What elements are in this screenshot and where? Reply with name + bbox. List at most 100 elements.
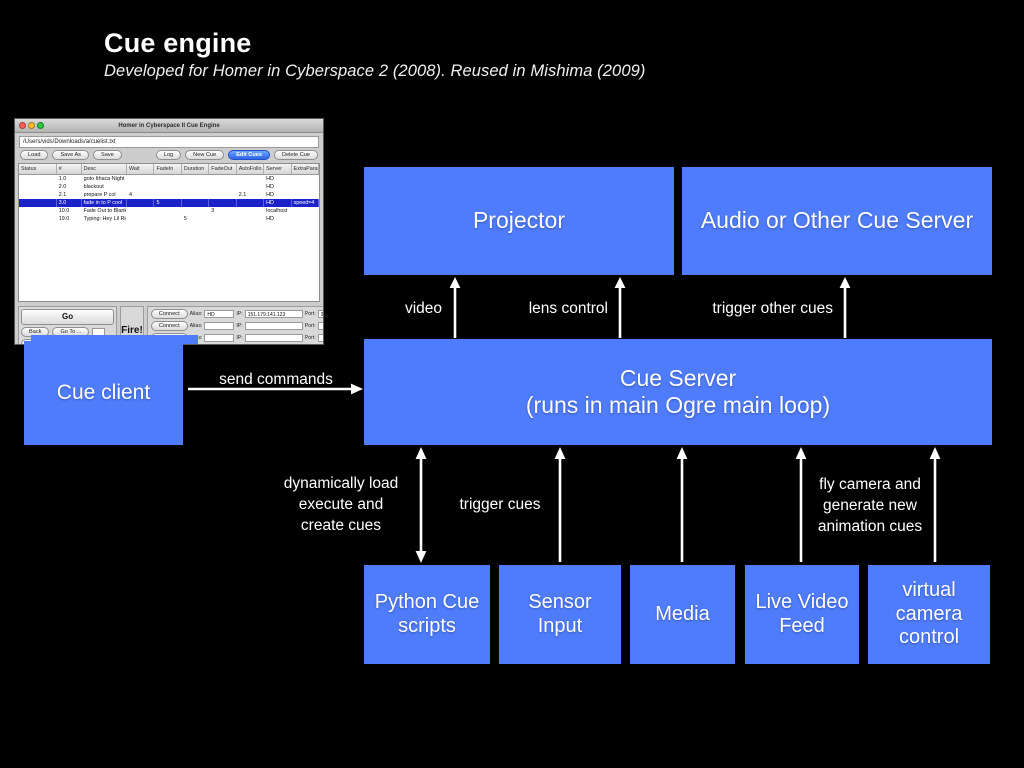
diagram-box-live-video-feed[interactable]: Live Video Feed: [745, 565, 859, 664]
load-button[interactable]: Load: [20, 150, 49, 160]
connect-button[interactable]: Connect: [150, 309, 188, 319]
arrow-trigger-cues: [553, 447, 567, 563]
alias-input[interactable]: [204, 322, 235, 330]
cell-number: 10.0: [58, 208, 70, 214]
cell-server: HD: [266, 192, 274, 198]
cell-desc: Typing: Hey Lil Riot: [83, 216, 127, 222]
diagram-box-python-cue-scripts[interactable]: Python Cue scripts: [364, 565, 490, 664]
cell-duration: [181, 183, 208, 191]
save-as-button[interactable]: Save As: [52, 150, 89, 160]
cell-wait: [127, 183, 154, 191]
column-header-extraparams[interactable]: ExtraParams: [291, 164, 319, 175]
ip-label: IP:: [236, 335, 243, 341]
ip-label: IP:: [236, 323, 243, 329]
diagram-box-audio-cue-server[interactable]: Audio or Other Cue Server: [682, 167, 992, 275]
port-input[interactable]: [317, 334, 323, 342]
cell-autofollow: [236, 183, 263, 191]
arrow-lens-control: [613, 277, 627, 339]
window-titlebar: Homer in Cyberspace II Cue Engine: [15, 119, 323, 133]
arrow-media: [675, 447, 689, 563]
ip-input[interactable]: 151.179.141.123: [244, 310, 303, 318]
cell-fadeout: [209, 175, 236, 184]
alias-input[interactable]: [204, 334, 235, 342]
cell-fadein: [154, 207, 181, 215]
column-header-number[interactable]: #: [56, 164, 82, 175]
diagram-box-media[interactable]: Media: [630, 565, 735, 664]
cuelist-path-field[interactable]: /Users/vids/Downloads/a/cuelist.txt: [19, 136, 319, 148]
connection-row: Connect Alias: IP: Port:: [150, 321, 323, 331]
cell-duration: [181, 207, 208, 215]
column-header-duration[interactable]: Duration: [181, 164, 210, 175]
save-button[interactable]: Save: [92, 150, 122, 160]
ip-input[interactable]: [244, 322, 303, 330]
cell-wait: 4: [129, 192, 133, 198]
new-cue-button[interactable]: New Cue: [185, 150, 225, 160]
edge-label-trigger-other-cues: trigger other cues: [712, 300, 833, 317]
cue-list-table: Status # Desc Wait FadeIn Duration FadeO…: [19, 164, 319, 223]
maximize-icon[interactable]: [37, 122, 44, 129]
cell-wait: [126, 199, 155, 207]
arrow-live-video-feed: [794, 447, 808, 563]
log-button[interactable]: Log: [155, 150, 182, 160]
cell-desc: prepare P col: [83, 192, 116, 198]
cell-desc: fade in to P cool: [81, 199, 128, 207]
cell-wait: [127, 215, 154, 223]
edge-label-video: video: [404, 300, 442, 317]
page-subtitle: Developed for Homer in Cyberspace 2 (200…: [104, 62, 646, 80]
ip-input[interactable]: [244, 334, 303, 342]
alias-input[interactable]: HD: [204, 310, 235, 318]
edit-cues-button[interactable]: Edit Cues: [228, 150, 270, 160]
column-header-fadein[interactable]: FadeIn: [153, 164, 182, 175]
column-header-server[interactable]: Server: [263, 164, 292, 175]
box-label-live-video-feed: Live Video Feed: [755, 590, 849, 637]
column-header-fadeout[interactable]: FadeOut: [208, 164, 237, 175]
window-title: Homer in Cyberspace II Cue Engine: [118, 122, 220, 129]
cell-duration: [181, 199, 210, 207]
cell-autofollow: [236, 207, 263, 215]
port-label: Port:: [304, 311, 316, 317]
box-label-python-cue-scripts: Python Cue scripts: [374, 590, 480, 637]
close-icon[interactable]: [19, 122, 26, 129]
cell-desc: goto Ithaca Night: [83, 176, 125, 182]
cell-server: localhost: [266, 208, 288, 214]
connect-button[interactable]: Connect: [150, 321, 188, 331]
cell-extraparams: [291, 183, 318, 191]
column-header-autofollow[interactable]: AutoFollo...: [236, 164, 265, 175]
diagram-box-virtual-camera-control[interactable]: virtual camera control: [868, 565, 990, 664]
diagram-box-cue-client[interactable]: Cue client: [24, 341, 183, 445]
cell-number: 19.0: [58, 216, 70, 222]
cell-fadeout: [209, 183, 236, 191]
diagram-box-projector[interactable]: Projector: [364, 167, 674, 275]
go-button[interactable]: Go: [21, 309, 115, 325]
cue-list-table-container[interactable]: Status # Desc Wait FadeIn Duration FadeO…: [18, 163, 320, 302]
port-input[interactable]: 3200: [317, 310, 323, 318]
cell-status: [19, 183, 56, 191]
cell-number: 1.0: [58, 176, 67, 182]
cue-server-line-1: Cue Server: [619, 364, 737, 391]
cell-desc: Fade Out to Blank: [83, 208, 127, 214]
cell-server: HD: [266, 184, 274, 190]
cell-extraparams: [291, 175, 318, 184]
column-header-wait[interactable]: Wait: [126, 164, 155, 175]
diagram-box-sensor-input[interactable]: Sensor Input: [499, 565, 621, 664]
delete-cue-button[interactable]: Delete Cue: [274, 150, 318, 160]
edge-label-fly-camera: fly camera and generate new animation cu…: [817, 476, 923, 535]
column-header-status[interactable]: Status: [19, 164, 57, 175]
cell-status: [19, 207, 56, 215]
box-label-cue-server: Cue Server (runs in main Ogre main loop): [526, 365, 830, 419]
diagram-box-cue-server[interactable]: Cue Server (runs in main Ogre main loop): [364, 339, 992, 445]
box-label-audio-cue-server: Audio or Other Cue Server: [700, 207, 974, 234]
column-header-desc[interactable]: Desc: [81, 164, 128, 175]
minimize-icon[interactable]: [28, 122, 35, 129]
port-label: Port:: [304, 323, 316, 329]
port-input[interactable]: [317, 322, 323, 330]
fire-button[interactable]: Fire!: [120, 306, 144, 344]
